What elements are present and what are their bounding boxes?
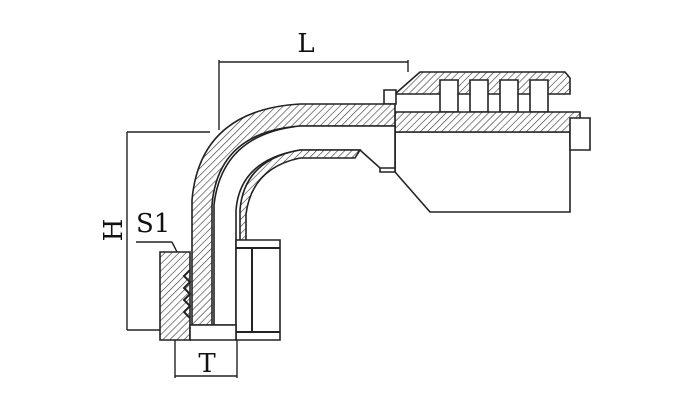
- label-height: H: [99, 219, 129, 242]
- label-length: L: [297, 29, 314, 59]
- dimension-lines: [126, 60, 409, 378]
- swivel-nut: [159, 239, 281, 341]
- label-hex-size: S1: [136, 209, 170, 239]
- label-thread: T: [198, 349, 216, 379]
- ferrule: [379, 71, 591, 213]
- elbow-pipe: [191, 103, 396, 326]
